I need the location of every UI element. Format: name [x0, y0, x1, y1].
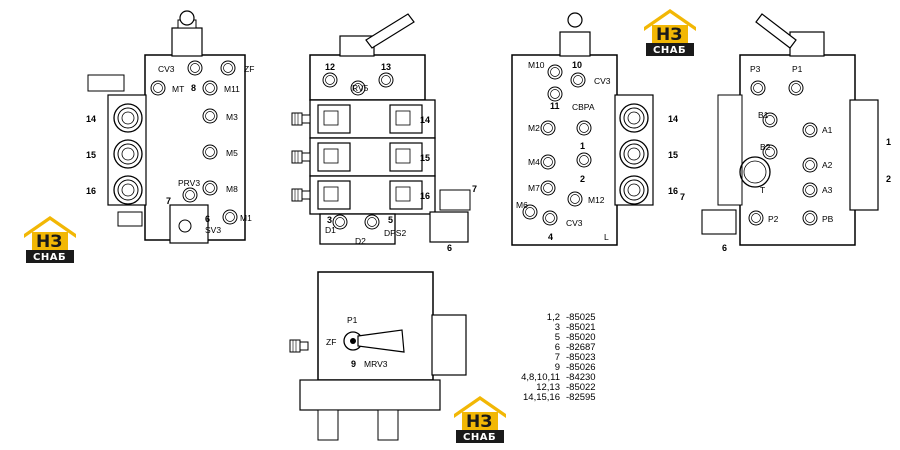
parts-row-7-positions: 4,8,10,11 [521, 372, 560, 383]
label-mrv3: MRV3 [364, 359, 388, 369]
label-1: 1 [580, 141, 585, 151]
label-15: 15 [86, 150, 96, 160]
parts-row-5-positions: 7 [555, 352, 560, 363]
label-p1-v5: P1 [347, 315, 358, 325]
label-p2: P2 [768, 214, 779, 224]
label-m12: M12 [588, 195, 605, 205]
label-a3: A3 [822, 185, 833, 195]
parts-row-7-code: -84230 [566, 372, 596, 383]
label-15b: 15 [420, 153, 430, 163]
label-m4: M4 [528, 157, 540, 167]
label-13: 13 [381, 62, 391, 72]
label-16c: 16 [668, 186, 678, 196]
parts-row-5-code: -85023 [566, 352, 596, 363]
label-11: 11 [550, 101, 560, 111]
label-2d: 2 [886, 174, 891, 184]
parts-row-4-positions: 6 [555, 342, 560, 353]
label-16: 16 [86, 186, 96, 196]
parts-row-9-code: -82595 [566, 392, 596, 403]
label-14c: 14 [668, 114, 678, 124]
label-3: 3 [327, 215, 332, 225]
parts-row-2-code: -85021 [566, 322, 596, 333]
parts-row-2-positions: 3 [555, 322, 560, 333]
label-7b: 7 [472, 184, 477, 194]
label-t: T [760, 185, 765, 195]
label-2: 2 [580, 174, 585, 184]
label-p1: P1 [792, 64, 803, 74]
label-m6: M6 [516, 200, 528, 210]
label-cbpa: CBPA [572, 102, 595, 112]
label-mt: MT [172, 84, 184, 94]
label-16b: 16 [420, 191, 430, 201]
label-4: 4 [548, 232, 553, 242]
parts-row-3-code: -85020 [566, 332, 596, 343]
valve-view-1: CV3 ZF MT 8 M11 14 15 16 M3 M5 M8 PRV3 7… [86, 10, 254, 244]
label-5: 5 [388, 215, 393, 225]
label-6b: 6 [447, 243, 452, 253]
label-d2: D2 [355, 236, 366, 246]
label-m7: M7 [528, 183, 540, 193]
label-8: 8 [191, 83, 196, 93]
label-zf-v5: ZF [326, 337, 336, 347]
label-m10: M10 [528, 60, 545, 70]
label-14: 14 [86, 114, 96, 124]
label-a1: A1 [822, 125, 833, 135]
label-l: L [604, 232, 609, 242]
valve-view-5: P1 ZF 9 MRV3 [289, 271, 467, 441]
label-7d: 7 [680, 192, 685, 202]
label-zf: ZF [244, 64, 254, 74]
label-dps2: DPS2 [384, 228, 406, 238]
label-cv3b: CV3 [566, 218, 583, 228]
label-a2: A2 [822, 160, 833, 170]
logo-text-top: НЗ [466, 412, 492, 432]
parts-row-6-code: -85026 [566, 362, 596, 373]
label-6: 6 [205, 214, 210, 224]
label-sv3: SV3 [205, 225, 221, 235]
parts-list: 1,2 -85025 3 -85021 5 -85020 6 -82687 7 … [521, 312, 596, 403]
parts-row-8-positions: 12,13 [536, 382, 560, 393]
logo-text-top: НЗ [36, 232, 62, 252]
label-m1: M1 [240, 213, 252, 223]
label-rv5: RV5 [352, 83, 369, 93]
label-cv3a: CV3 [594, 76, 611, 86]
label-15c: 15 [668, 150, 678, 160]
label-10: 10 [572, 60, 582, 70]
logo-watermark-3: НЗ СНАБ [454, 396, 506, 443]
label-b2: B2 [760, 142, 771, 152]
parts-row-8-code: -85022 [566, 382, 596, 393]
label-prv3: PRV3 [178, 178, 200, 188]
label-m5: M5 [226, 148, 238, 158]
logo-text-bottom: СНАБ [653, 45, 686, 56]
parts-row-3-positions: 5 [555, 332, 560, 343]
valve-view-2: 12 13 RV5 14 15 16 3 5 7 D1 D2 DPS2 6 [291, 13, 477, 253]
label-m2: M2 [528, 123, 540, 133]
logo-watermark-2: НЗ СНАБ [24, 216, 76, 263]
label-m11: M11 [224, 84, 240, 94]
parts-row-9-positions: 14,15,16 [523, 392, 560, 403]
label-m3: M3 [226, 112, 238, 122]
parts-row-4-code: -82687 [566, 342, 596, 353]
label-p3: P3 [750, 64, 761, 74]
parts-row-6-positions: 9 [555, 362, 560, 373]
label-pb: PB [822, 214, 834, 224]
parts-row-1-code: -85025 [566, 312, 596, 323]
label-14b: 14 [420, 115, 430, 125]
logo-text-top: НЗ [656, 25, 682, 45]
label-1d: 1 [886, 137, 891, 147]
label-12: 12 [325, 62, 335, 72]
logo-text-bottom: СНАБ [33, 252, 66, 263]
logo-watermark-1: НЗ СНАБ [644, 9, 696, 56]
label-cv3: CV3 [158, 64, 175, 74]
valve-view-3: M10 10 CV3 11 CBPA M2 1 M4 2 M7 M6 M12 4… [511, 12, 678, 246]
logo-text-bottom: СНАБ [463, 432, 496, 443]
valve-view-4: P3 P1 B1 A1 B2 A2 T A3 P2 PB 1 2 7 6 [680, 13, 891, 253]
label-6d: 6 [722, 243, 727, 253]
label-9: 9 [351, 359, 356, 369]
parts-row-1-positions: 1,2 [547, 312, 560, 323]
label-d1: D1 [325, 225, 336, 235]
label-7: 7 [166, 196, 171, 206]
label-m8: M8 [226, 184, 238, 194]
label-b1: B1 [758, 110, 769, 120]
